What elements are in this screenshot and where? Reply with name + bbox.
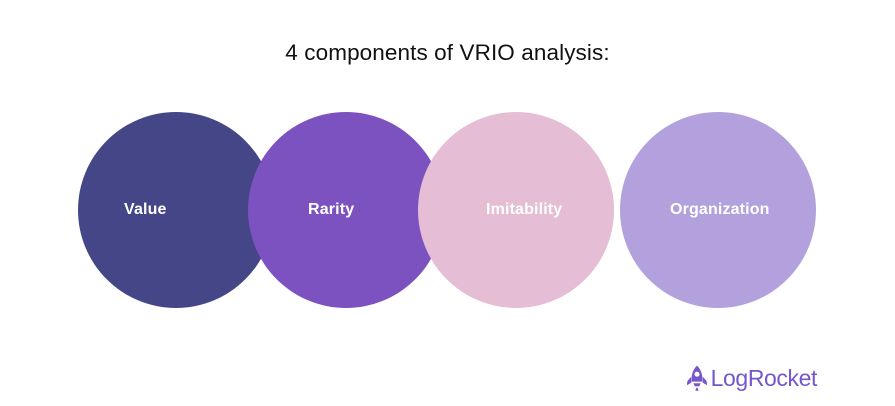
logrocket-wordmark: LogRocket bbox=[710, 364, 818, 391]
vrio-circle-label-value: Value bbox=[124, 201, 167, 218]
rocket-window-icon bbox=[694, 371, 700, 377]
vrio-circle-label-imitability: Imitability bbox=[486, 201, 563, 218]
rocket-icon bbox=[686, 365, 707, 391]
vrio-circle-imitability: Imitability bbox=[418, 112, 614, 308]
vrio-circle-value: Value bbox=[78, 112, 274, 308]
vrio-circle-label-rarity: Rarity bbox=[308, 201, 355, 218]
vrio-circle-group: Value Rarity Imitability Organization bbox=[0, 112, 895, 308]
vrio-circle-organization: Organization bbox=[620, 112, 816, 308]
vrio-circle-rarity: Rarity bbox=[248, 112, 444, 308]
page-title: 4 components of VRIO analysis: bbox=[285, 40, 610, 65]
vrio-circle-label-organization: Organization bbox=[670, 201, 770, 218]
logrocket-logo: LogRocket bbox=[686, 362, 817, 394]
rocket-icon-body bbox=[686, 365, 707, 391]
